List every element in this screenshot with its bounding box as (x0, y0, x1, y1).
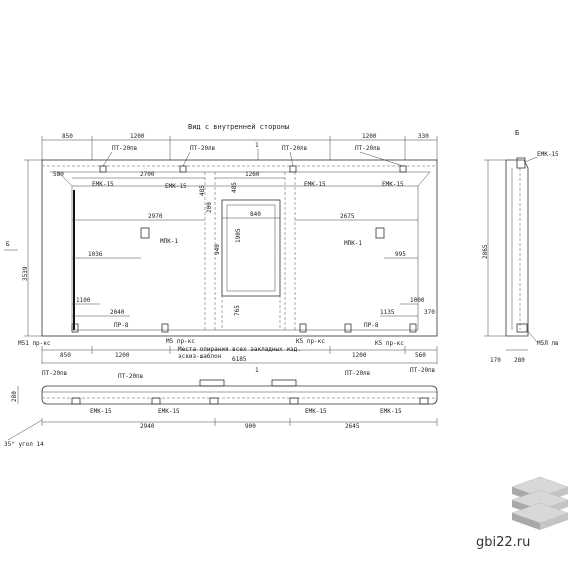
dim-1000: 1000 (410, 297, 425, 304)
label-emk15-b: ЕМК-15 (165, 183, 187, 190)
dim-1905: 1905 (235, 228, 242, 243)
cut-mark-top: 1 (255, 142, 259, 149)
plan-label-emk-c: ЕМК-15 (305, 408, 327, 415)
dim-580: 580 (53, 171, 64, 178)
dim-940: 940 (214, 244, 221, 255)
dim-2700: 2700 (140, 171, 155, 178)
left-dimension: 3539 Б (4, 159, 42, 337)
plan-label-pt20-d: ПТ-20пв (410, 367, 435, 374)
dim-2645: 2645 (345, 423, 360, 430)
support-note-1: Места опирания всех закладных изд. (178, 346, 301, 353)
plan-label-pt20-c: ПТ-20лв (345, 370, 370, 377)
dim-2675: 2675 (340, 213, 355, 220)
dim-1200-top-left: 1200 (130, 133, 145, 140)
dim-765: 765 (234, 305, 241, 316)
label-pt20-c: ПТ-20лв (282, 145, 307, 152)
label-pt20-d: ПТ-20лв (355, 145, 380, 152)
label-pp8-a: ПР-8 (114, 322, 129, 329)
label-pp8-b: ПР-8 (364, 322, 379, 329)
dim-560: 560 (415, 352, 426, 359)
label-pt20-a: ПТ-20пв (112, 145, 137, 152)
dim-170: 170 (490, 357, 501, 364)
label-mpk1-a: МПК-1 (160, 238, 178, 245)
dim-1200-bottom-right: 1200 (352, 352, 367, 359)
plan-label-emk-b: ЕМК-15 (158, 408, 180, 415)
dim-840: 840 (250, 211, 261, 218)
dim-995: 995 (395, 251, 406, 258)
label-emk15-c: ЕМК-15 (304, 181, 326, 188)
dim-200: 200 (206, 202, 213, 213)
plan-dimensions: 2940 900 2645 (41, 418, 438, 430)
dim-1200-top-right: 1200 (362, 133, 377, 140)
dim-1260: 1260 (245, 171, 260, 178)
dim-485-b: 485 (231, 182, 238, 193)
section-view: 2865 170 280 (482, 157, 529, 364)
dim-850-top: 850 (62, 133, 73, 140)
label-mpk1-b: МПК-1 (344, 240, 362, 247)
brand-watermark: gbi22.ru (476, 535, 531, 550)
label-pt20-b: ПТ-20лв (190, 145, 215, 152)
plan-label-pt20-a: ПТ-20пв (42, 370, 67, 377)
dim-370: 370 (424, 309, 435, 316)
side-mark-left: Б (6, 241, 10, 248)
dim-2865: 2865 (482, 244, 489, 259)
plan-label-emk-a: ЕМК-15 (90, 408, 112, 415)
label-m5-b: М5 пр-кс (166, 338, 195, 345)
drawing-title: Вид с внутренней стороны (188, 123, 289, 131)
support-note-2: эскиз-шаблон (178, 353, 222, 360)
dim-1036: 1036 (88, 251, 103, 258)
dim-280-section: 280 (514, 357, 525, 364)
dim-3539: 3539 (22, 266, 29, 281)
side-label-emk: ЕМК-15 (537, 151, 559, 158)
dim-900: 900 (245, 423, 256, 430)
top-dimensions: 850 1200 1200 330 (41, 133, 438, 160)
label-emk15-d: ЕМК-15 (382, 181, 404, 188)
mpk-insert-right (375, 227, 385, 239)
label-m5-d: К5 пр-кс (375, 340, 404, 347)
dim-850-bottom: 850 (60, 352, 71, 359)
side-label-m51: М5Л лв (537, 340, 559, 347)
cut-mark-bottom: 1 (255, 367, 259, 374)
plan-label-pt20-b: ПТ-20пв (118, 373, 143, 380)
dim-330-top: 330 (418, 133, 429, 140)
panel-elevation (41, 159, 438, 337)
dim-2970: 2970 (148, 213, 163, 220)
label-m5-c: К5 пр-кс (296, 338, 325, 345)
angle-note: 35° угол 14 (4, 441, 44, 448)
dim-1100: 1100 (76, 297, 91, 304)
dim-1200-bottom-left: 1200 (115, 352, 130, 359)
dim-6185: 6185 (232, 356, 247, 363)
dim-280-plan: 280 (11, 391, 18, 402)
label-m5-a: М51 пр-кс (18, 340, 51, 347)
plan-label-emk-d: ЕМК-15 (380, 408, 402, 415)
logo-slabs-icon (511, 476, 569, 530)
bottom-dimensions: 850 1200 1200 560 6185 (41, 346, 438, 364)
dim-485-a: 485 (199, 185, 206, 196)
plan-view: 280 (11, 379, 438, 405)
mpk-insert-left (140, 227, 150, 239)
dim-1135: 1135 (380, 309, 395, 316)
dim-2940: 2940 (140, 423, 155, 430)
label-emk15-a: ЕМК-15 (92, 181, 114, 188)
section-letter: Б (515, 129, 519, 137)
dim-2040: 2040 (110, 309, 125, 316)
